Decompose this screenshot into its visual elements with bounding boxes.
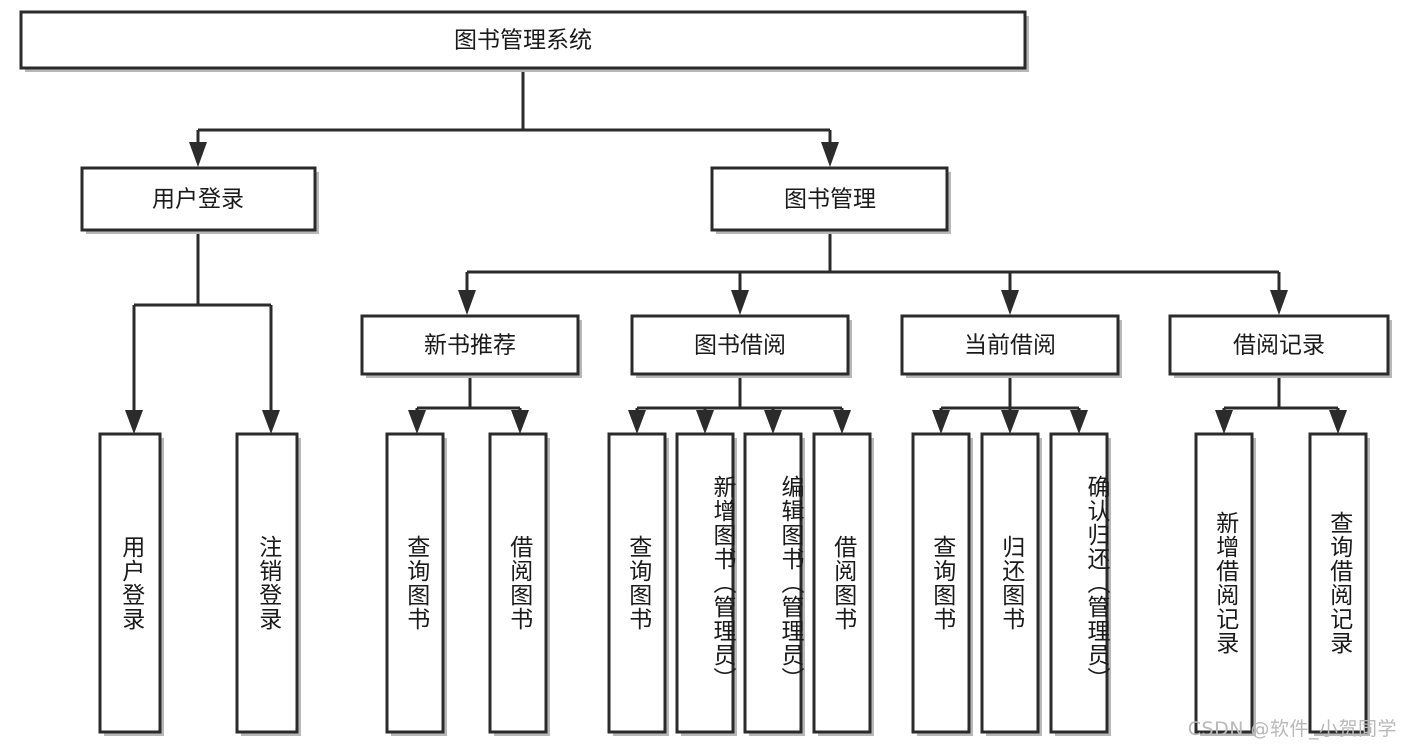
node-book-management[interactable]: 图书管理 <box>710 166 951 234</box>
leaf-current-return-box <box>980 432 1040 734</box>
leaf-logout-box <box>235 432 299 734</box>
leaf-node-record-query[interactable] <box>1308 432 1370 736</box>
arrow-head-borrow-record <box>1270 290 1288 315</box>
leaf-node-borrow-add[interactable] <box>675 432 737 736</box>
leaf-borrow-add-box <box>675 432 735 734</box>
leaf-current-confirm-box <box>1049 432 1109 734</box>
arrow-head-bookborrow-leaf-3 <box>764 410 782 434</box>
leaf-recommend-query-box <box>385 432 445 734</box>
node-borrow-record-label: 借阅记录 <box>1233 333 1325 359</box>
leaf-node-borrow-edit[interactable] <box>743 432 805 736</box>
connector-group <box>125 68 1347 434</box>
node-root-label: 图书管理系统 <box>454 28 592 54</box>
arrow-head-newbook-leaf-2 <box>511 410 529 434</box>
leaf-node-recommend-query[interactable] <box>385 432 447 736</box>
leaf-record-query-box <box>1308 432 1368 734</box>
arrow-head-new-book <box>458 290 476 315</box>
arrow-head-user-login <box>189 142 207 167</box>
arrow-head-currentborrow-leaf-2 <box>1001 410 1019 434</box>
leaf-borrow-query-box <box>607 432 667 734</box>
arrow-head-borrowrecord-leaf-2 <box>1329 410 1347 434</box>
node-current-borrow-label: 当前借阅 <box>964 333 1056 359</box>
node-current-borrow[interactable]: 当前借阅 <box>900 314 1122 378</box>
arrow-head-bookborrow-leaf-4 <box>833 410 851 434</box>
leaf-node-record-add[interactable] <box>1194 432 1256 736</box>
leaf-node-borrow-borrow[interactable] <box>812 432 874 736</box>
leaf-node-user-login[interactable] <box>98 432 164 736</box>
arrow-head-current-borrow <box>1001 290 1019 315</box>
node-user-login-label: 用户登录 <box>152 187 244 213</box>
arrow-head-currentborrow-leaf-1 <box>932 410 950 434</box>
arrow-head-bookborrow-leaf-1 <box>628 410 646 434</box>
leaf-node-current-confirm[interactable] <box>1049 432 1111 736</box>
arrow-head-borrowrecord-leaf-1 <box>1215 410 1233 434</box>
leaf-record-add-box <box>1194 432 1254 734</box>
node-book-management-label: 图书管理 <box>784 187 876 213</box>
leaf-node-borrow-query[interactable] <box>607 432 669 736</box>
node-root-box <box>19 10 1027 70</box>
node-borrow-record[interactable]: 借阅记录 <box>1168 314 1392 378</box>
node-book-borrow-label: 图书借阅 <box>694 333 786 359</box>
leaf-user-login-box <box>98 432 162 734</box>
node-new-book-recommend-label: 新书推荐 <box>424 333 516 359</box>
leaf-recommend-borrow-box <box>488 432 548 734</box>
leaf-node-current-return[interactable] <box>980 432 1042 736</box>
arrow-head-book-borrow <box>731 290 749 315</box>
node-book-management-box <box>710 166 949 232</box>
leaf-borrow-borrow-box <box>812 432 872 734</box>
arrow-head-bookborrow-leaf-2 <box>696 410 714 434</box>
arrow-head-leaf-user-login <box>125 410 143 434</box>
node-root[interactable]: 图书管理系统 <box>19 10 1029 72</box>
csdn-watermark: CSDN @软件_小贺同学 <box>1187 718 1397 740</box>
node-current-borrow-box <box>900 314 1120 376</box>
node-user-login[interactable]: 用户登录 <box>80 166 319 234</box>
leaf-borrow-edit-box <box>743 432 803 734</box>
node-new-book-recommend[interactable]: 新书推荐 <box>360 314 582 378</box>
leaf-node-recommend-borrow[interactable] <box>488 432 550 736</box>
node-book-borrow-box <box>630 314 850 376</box>
arrow-head-currentborrow-leaf-3 <box>1070 410 1088 434</box>
node-borrow-record-box <box>1168 314 1390 376</box>
node-book-borrow[interactable]: 图书借阅 <box>630 314 852 378</box>
node-new-book-recommend-box <box>360 314 580 376</box>
leaf-current-query-box <box>911 432 971 734</box>
node-user-login-box <box>80 166 317 232</box>
arrow-head-book-mgmt <box>821 142 839 167</box>
arrow-head-newbook-leaf-1 <box>408 410 426 434</box>
leaf-node-current-query[interactable] <box>911 432 973 736</box>
leaf-node-logout[interactable] <box>235 432 301 736</box>
arrow-head-leaf-logout <box>262 410 280 434</box>
